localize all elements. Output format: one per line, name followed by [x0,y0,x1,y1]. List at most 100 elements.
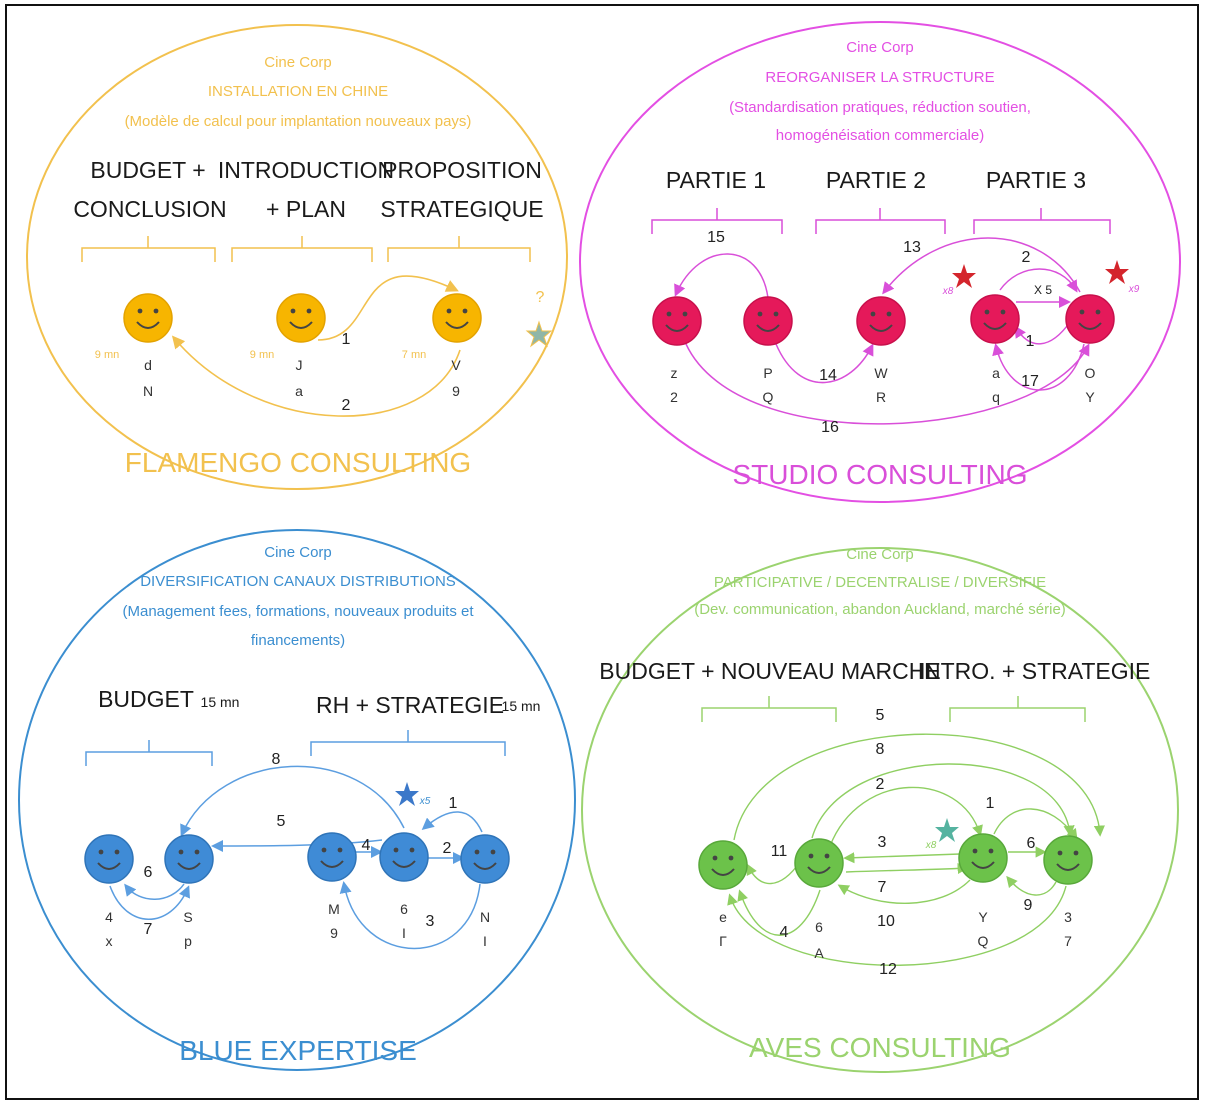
blue-detail-2: financements) [251,632,345,649]
aves-person-2-id-1: 6 [815,919,823,935]
blue-person-1-id-2: x [106,933,113,949]
blue-person-2-id-2: p [184,933,192,949]
blue-panel: Cine Corp DIVERSIFICATION CANAUX DISTRIB… [18,529,576,1071]
flamengo-time-2: 9 mn [250,349,274,361]
studio-person-1-id-1: z [671,365,678,381]
flamengo-group3-line1: PROPOSITION [382,157,542,183]
aves-group1: BUDGET + NOUVEAU MARCHE [599,658,940,684]
aves-link-4: 4 [780,924,789,941]
aves-person-4-id-1: 3 [1064,909,1072,925]
blue-link-4: 4 [362,837,371,854]
flamengo-person-2 [276,293,326,343]
flamengo-time-1: 9 mn [95,349,119,361]
aves-arrow-1 [993,808,1078,841]
aves-person-4 [1043,835,1093,885]
studio-star-x8: x8 [942,286,954,297]
aves-group2: INTRO. + STRATEGIE [918,658,1151,684]
studio-person-5-id-2: Y [1085,389,1095,405]
studio-arrow-14 [775,343,874,384]
aves-person-1 [698,840,748,890]
studio-name: STUDIO CONSULTING [732,459,1027,490]
studio-arrow-17 [992,343,1085,391]
aves-arrow-9 [1006,875,1057,896]
blue-group1: BUDGET [98,686,194,712]
blue-link-3: 3 [426,913,435,930]
blue-arrow-8 [180,765,405,837]
blue-group1-time: 15 mn [201,694,240,710]
flamengo-person-3 [432,293,482,343]
aves-arrow-5 [733,733,1105,841]
flamengo-group3-line2: STRATEGIQUE [380,196,543,222]
aves-arrow-10 [837,879,971,905]
blue-person-4 [379,832,429,882]
blue-link-5: 5 [277,813,286,830]
aves-arrow-8 [811,763,1075,839]
blue-link-6: 6 [144,864,153,881]
flamengo-person-1-id-1: d [144,357,152,373]
studio-person-5 [1065,294,1115,344]
blue-person-1-id-1: 4 [105,909,113,925]
flamengo-group2-line1: INTRODUCTION [218,157,394,183]
studio-star-icon-right [1105,260,1129,284]
blue-link-2: 2 [443,840,452,857]
flamengo-project: INSTALLATION EN CHINE [208,83,388,100]
blue-name: BLUE EXPERTISE [179,1035,417,1066]
flamengo-arrow-1 [317,275,459,341]
flamengo-panel: Cine Corp INSTALLATION EN CHINE (Modèle … [26,24,568,490]
flamengo-bracket-1 [81,236,216,262]
aves-link-3: 3 [878,834,887,851]
blue-person-2-id-1: S [183,909,192,925]
aves-bracket-2 [949,696,1086,722]
blue-detail-1: (Management fees, formations, nouveaux p… [122,603,474,620]
studio-link-x5: X 5 [1034,283,1052,297]
studio-link-17: 17 [1021,373,1039,390]
studio-bracket-1 [651,208,783,234]
studio-link-2: 2 [1022,249,1031,266]
aves-person-4-id-2: 7 [1064,933,1072,949]
blue-arrow-1 [421,811,483,833]
aves-link-6: 6 [1027,835,1036,852]
blue-arrow-7 [109,885,190,920]
aves-name: AVES CONSULTING [749,1032,1011,1063]
aves-person-3 [958,833,1008,883]
studio-link-14: 14 [819,367,837,384]
aves-star-icon [935,818,959,842]
aves-link-1: 1 [986,795,995,812]
studio-person-4 [970,294,1020,344]
aves-link-5: 5 [876,707,885,724]
flamengo-group1-line2: CONCLUSION [73,196,226,222]
studio-person-1 [652,296,702,346]
flamengo-group1-line1: BUDGET + [90,157,205,183]
blue-person-5-id-2: I [483,933,487,949]
blue-person-4-id-1: 6 [400,901,408,917]
blue-person-2 [164,834,214,884]
studio-panel: Cine Corp REORGANISER LA STRUCTURE (Stan… [579,21,1181,503]
studio-person-2-id-1: P [763,365,772,381]
aves-arrow-3 [843,852,961,864]
blue-arrow-3 [339,881,481,950]
aves-star-x8: x8 [925,840,937,851]
aves-person-3-id-2: Q [978,933,989,949]
blue-person-3-id-2: 9 [330,925,338,941]
studio-person-4-id-1: a [992,365,1000,381]
blue-link-8: 8 [272,751,281,768]
blue-link-1: 1 [449,795,458,812]
aves-link-12: 12 [879,961,897,978]
aves-link-11: 11 [771,843,788,860]
studio-ellipse [579,21,1181,503]
studio-arrow-1 [1014,321,1071,345]
studio-arrow-16 [685,343,1090,425]
studio-part-2: PARTIE 2 [826,167,926,193]
aves-arrow-2 [829,786,983,847]
aves-project: PARTICIPATIVE / DECENTRALISE / DIVERSIFI… [714,574,1046,591]
blue-group2-time: 15 mn [502,698,541,714]
flamengo-question: ? [536,289,545,306]
aves-person-1-id-2: Γ [719,933,727,949]
blue-arrow-5 [211,839,383,852]
studio-part-1: PARTIE 1 [666,167,766,193]
blue-person-4-id-2: I [402,925,406,941]
studio-link-1: 1 [1026,333,1035,350]
flamengo-person-2-id-1: J [296,357,303,373]
aves-person-2 [794,838,844,888]
flamengo-bracket-3 [387,236,531,262]
